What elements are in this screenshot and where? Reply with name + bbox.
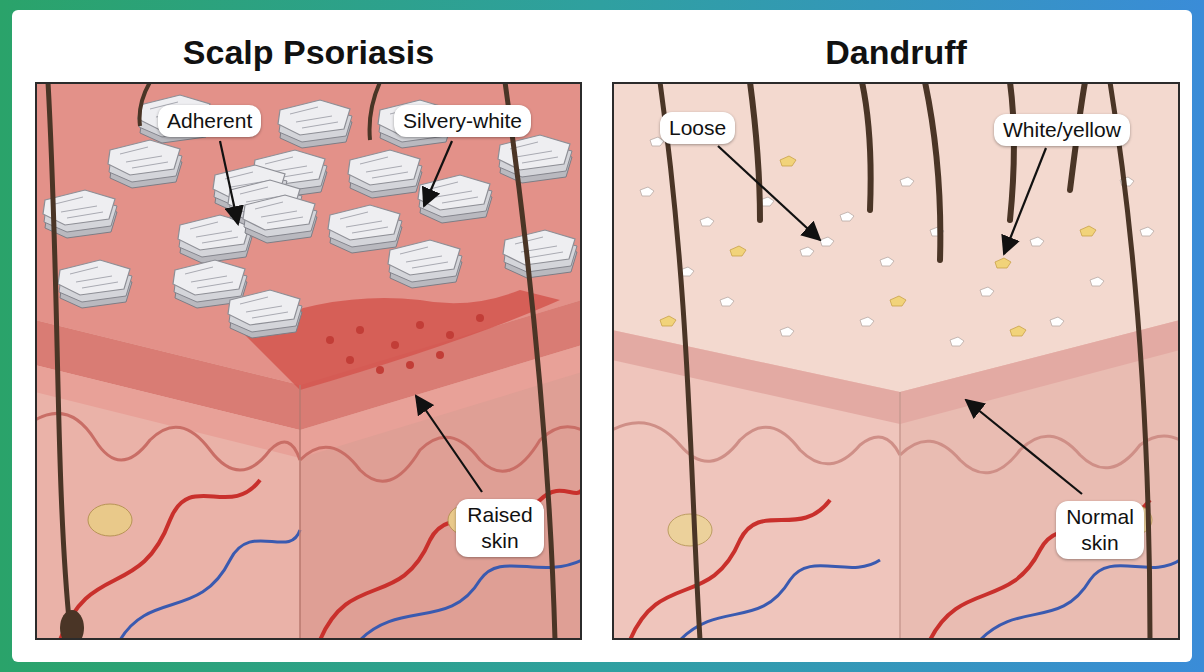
- panel-title: Dandruff: [612, 22, 1180, 82]
- callout-label: White/yellow: [994, 114, 1130, 146]
- callout-label: Raised skin: [456, 499, 544, 557]
- callout-label: Silvery-white: [394, 105, 531, 137]
- panel-title: Scalp Psoriasis: [35, 22, 582, 82]
- callout-label: Adherent: [158, 105, 261, 137]
- callout-label: Loose: [660, 112, 735, 144]
- callout-label: Normal skin: [1056, 501, 1144, 559]
